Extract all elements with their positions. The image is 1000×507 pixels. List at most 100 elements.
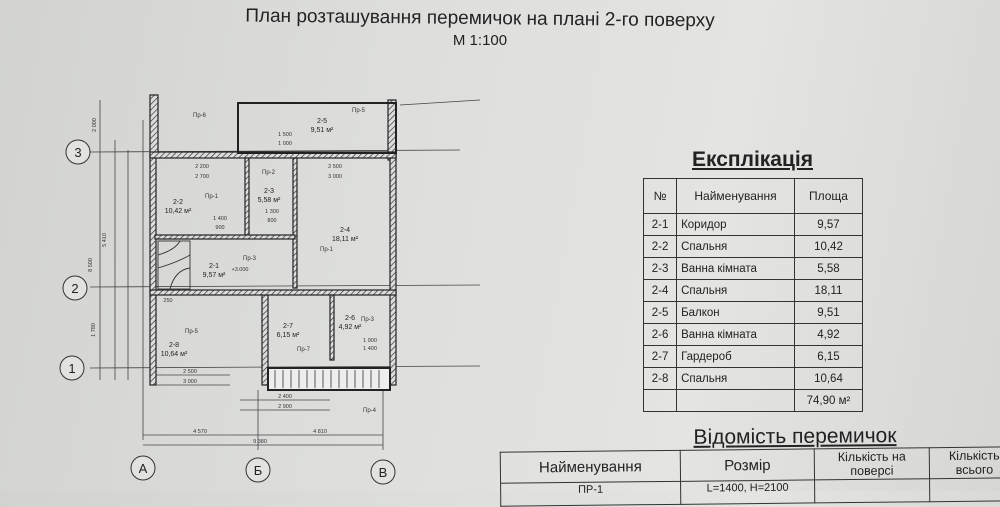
- room-area: 10,64 м²: [161, 351, 188, 358]
- table-header-row: Найменування Розмір Кількість на поверсі…: [500, 446, 1000, 484]
- plan-scale: М 1:100: [452, 32, 508, 49]
- total-area: 74,90 м²: [793, 389, 864, 412]
- room-area: 18,11: [793, 279, 864, 302]
- axis-label-2: 2: [71, 281, 78, 296]
- dimension-label: 2 400: [278, 394, 292, 400]
- dimension-label: 2 000: [92, 118, 98, 132]
- axis-label-v: В: [379, 465, 388, 480]
- level-mark: +3.000: [232, 267, 249, 273]
- axis-label-3: 3: [74, 145, 81, 160]
- dimension-label: 3 000: [183, 379, 197, 385]
- dimension-label: 250: [163, 298, 172, 304]
- dimension-label: 9 380: [253, 439, 267, 445]
- axis-label-b: Б: [254, 463, 263, 478]
- room-name: Гардероб: [676, 345, 795, 368]
- room-id: 2-8: [169, 342, 179, 349]
- room-area: 10,64: [793, 367, 864, 390]
- table-header-row: № Найменування Площа: [642, 178, 864, 214]
- total-row: 74,90 м²: [642, 389, 864, 412]
- dimension-label: 1 400: [213, 216, 227, 222]
- room-id: 2-1: [209, 263, 219, 270]
- room-name: Спальня: [676, 279, 795, 302]
- dimension-label: 2 200: [195, 164, 209, 170]
- axis-line-2: [89, 284, 480, 288]
- dimension-label: 5 410: [102, 233, 108, 247]
- dimension-label: 2 900: [278, 404, 292, 410]
- lintels-table: Найменування Розмір Кількість на поверсі…: [500, 446, 1000, 507]
- lintels-title: Відомість перемичок: [693, 424, 897, 449]
- dimension-label: 2 500: [328, 164, 342, 170]
- lintel-tag: Пр-3: [243, 256, 257, 262]
- column-header: Кількість всього: [929, 446, 1000, 479]
- room-number: 2-2: [642, 235, 678, 258]
- lintel-tag: Пр-3: [361, 317, 375, 323]
- room-area: 4,92 м²: [339, 324, 362, 331]
- table-row: ПР-1 L=1400, H=2100: [500, 477, 1000, 507]
- dimension-label: 1 500: [278, 132, 292, 138]
- plan-title: План розташування перемичок на плані 2-г…: [245, 5, 715, 32]
- dimension-label: 1 900: [363, 338, 377, 344]
- room-number: 2-4: [642, 279, 678, 302]
- dimension-label: 900: [215, 225, 224, 231]
- room-area: 5,58 м²: [258, 197, 281, 204]
- dimension-label: 2 500: [183, 369, 197, 375]
- dimension-label: 800: [267, 218, 276, 224]
- dimension-label: 4 810: [313, 429, 327, 435]
- dimension-label: 2 700: [195, 174, 209, 180]
- dimension-label: 3 000: [328, 174, 342, 180]
- room-area: 6,15 м²: [277, 332, 300, 339]
- column-header: Площа: [793, 178, 864, 214]
- room-name: Балкон: [676, 301, 795, 324]
- dimension-label: 8 500: [88, 258, 94, 272]
- room-name: Спальня: [676, 235, 795, 258]
- room-number: 2-7: [642, 345, 678, 368]
- axis-label-1: 1: [68, 361, 75, 376]
- room-name: Спальня: [676, 367, 795, 390]
- room-id: 2-3: [264, 188, 274, 195]
- balcony-outline: [237, 102, 397, 154]
- room-number: 2-1: [642, 213, 678, 236]
- column-header: Розмір: [680, 448, 815, 482]
- dimension-label: 1 300: [265, 209, 279, 215]
- room-id: 2-7: [283, 323, 293, 330]
- explication-title: Експлікація: [692, 148, 813, 171]
- column-header: Кількість на поверсі: [814, 447, 930, 480]
- lintel-tag: Пр-4: [363, 408, 377, 414]
- room-area: 10,42: [793, 235, 864, 258]
- room-area: 9,51: [793, 301, 864, 324]
- floor-plan-drawing: А Б В 3 2 1 2-1 9,57 м² 2-2 10,42 м² 2-3…: [59, 94, 480, 485]
- lintel-tag: Пр-1: [205, 194, 219, 200]
- staircase: [157, 240, 191, 290]
- dimension-label: 1 000: [278, 141, 292, 147]
- lintel-tag: Пр-1: [320, 247, 334, 253]
- room-area: 9,57: [793, 213, 864, 236]
- dimension-label: 4 570: [193, 429, 207, 435]
- room-area: 9,57 м²: [203, 272, 226, 279]
- room-number: 2-5: [642, 301, 678, 324]
- room-number: 2-6: [642, 323, 678, 346]
- lintel-tag: Пр-6: [193, 113, 207, 119]
- room-id: 2-2: [173, 199, 183, 206]
- lintel-tag: Пр-5: [352, 108, 366, 114]
- room-number: 2-8: [642, 367, 678, 390]
- lintel-tag: Пр-5: [185, 329, 199, 335]
- room-id: 2-5: [317, 118, 327, 125]
- room-id: 2-4: [340, 227, 350, 234]
- room-number: 2-3: [642, 257, 678, 280]
- column-header: №: [642, 178, 678, 214]
- lintel-name: ПР-1: [500, 481, 681, 507]
- room-area: 18,11 м²: [332, 236, 359, 243]
- balcony-railing: [267, 367, 391, 391]
- column-header: Найменування: [676, 178, 795, 214]
- room-name: Ванна кімната: [676, 257, 795, 280]
- room-area: 9,51 м²: [311, 127, 334, 134]
